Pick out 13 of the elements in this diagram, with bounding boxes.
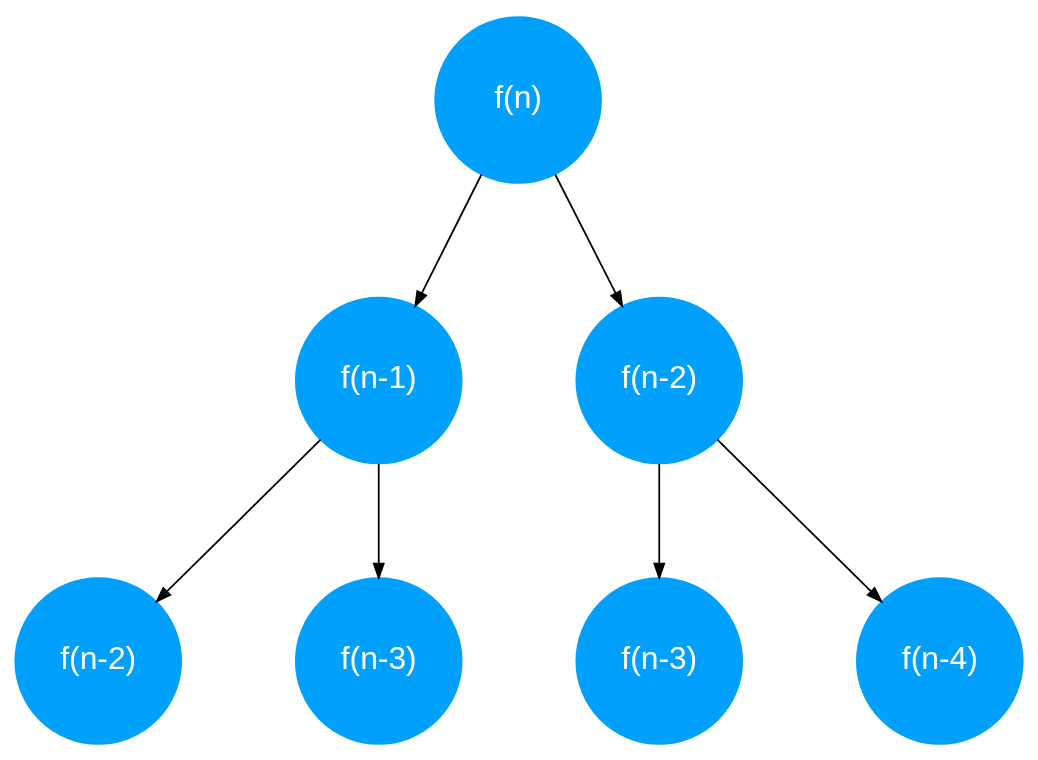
node-circle: f(n-1) (294, 296, 463, 464)
arrow (414, 173, 483, 308)
arrow (554, 173, 624, 308)
arrow (372, 462, 385, 580)
arrow (154, 438, 322, 603)
node-circle: f(n-2) (14, 576, 182, 745)
arrow (716, 438, 884, 603)
node-circle: f(n-3) (575, 576, 744, 745)
arrow (653, 462, 666, 580)
node-circle: f(n-4) (856, 576, 1024, 745)
node-circle: f(n) (434, 15, 602, 184)
node-circle: f(n-2) (575, 296, 744, 464)
node-circle: f(n-3) (294, 576, 463, 745)
